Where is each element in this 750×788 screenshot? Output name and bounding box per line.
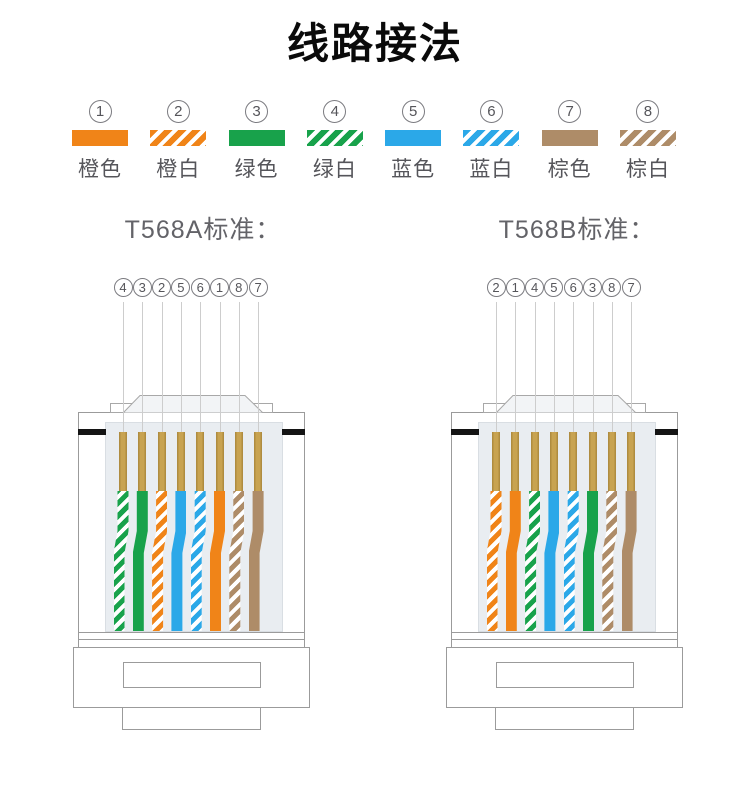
pin-number-badge: 4	[525, 278, 545, 297]
t568a-heading: T568A标准：	[124, 216, 282, 244]
color-swatch-green-white	[306, 130, 363, 146]
wire-color-label: 橙色	[78, 158, 122, 181]
contact-pin-7	[607, 432, 616, 491]
legend-item-blue: 5 蓝色	[374, 100, 452, 183]
pin-guide-line	[238, 302, 240, 433]
wire-number-badge: 2	[166, 100, 190, 123]
pin-number-badge: 7	[248, 278, 268, 297]
color-swatch-blue	[385, 130, 442, 146]
wire-number-badge: 7	[558, 100, 582, 123]
contact-pin-6	[588, 432, 597, 491]
color-swatch-brown-white	[619, 130, 676, 146]
pin-number-badge: 5	[544, 278, 564, 297]
wire-number-badge: 3	[245, 100, 269, 123]
contact-pin-3	[157, 432, 166, 491]
wire-color-label: 橙白	[156, 158, 201, 181]
pin-number-badge: 6	[563, 278, 583, 297]
legend-item-orange: 1 橙色	[61, 100, 139, 183]
pin-guide-line	[180, 302, 182, 433]
color-swatch-blue-white	[463, 130, 520, 146]
contact-pin-6	[215, 432, 224, 491]
polarity-tick-left	[451, 429, 479, 435]
contact-pin-8	[627, 432, 636, 491]
pin-guide-line	[123, 302, 124, 433]
pin-guide-line	[515, 302, 517, 433]
wire-number-badge: 5	[401, 100, 425, 123]
page-title: 线路接法	[286, 20, 463, 67]
wire-number-badge: 4	[323, 100, 347, 123]
contact-pin-8	[254, 432, 263, 491]
contact-pin-3	[530, 432, 539, 491]
pin-guide-line	[553, 302, 555, 433]
legend-item-blue-white: 6 蓝白	[452, 100, 530, 183]
pin-number-badge: 8	[229, 278, 249, 297]
polarity-tick-left	[78, 429, 106, 435]
contact-pin-2	[511, 432, 520, 491]
pin-number-badge: 1	[505, 278, 525, 297]
pin-number-badge: 5	[171, 278, 191, 297]
pin-number-badge: 6	[190, 278, 210, 297]
latch-slot	[123, 662, 261, 688]
pin-guide-line	[161, 302, 163, 433]
wire-color-label: 蓝色	[391, 158, 436, 181]
color-swatch-brown	[541, 130, 598, 146]
color-swatch-orange	[72, 130, 128, 146]
contact-pin-5	[196, 432, 205, 491]
contact-pin-4	[549, 432, 558, 491]
pin-guide-line	[200, 302, 202, 433]
contact-pin-4	[176, 432, 185, 491]
cable-boot	[122, 707, 261, 730]
legend-item-brown: 7 棕色	[531, 100, 609, 183]
wire-color-legend: 1 橙色 2 橙白 3 绿色 4 绿白 5 蓝色 6 蓝白 7 棕色 8 棕白	[61, 100, 687, 183]
pin-number-badge: 2	[152, 278, 172, 297]
contact-pin-5	[569, 432, 578, 491]
pin-guide-line	[631, 302, 633, 433]
t568b-heading: T568B标准：	[498, 216, 656, 244]
legend-item-orange-white: 2 橙白	[139, 100, 217, 183]
strain-relief-flange	[73, 647, 310, 708]
wire-number-badge: 1	[88, 100, 112, 123]
legend-item-brown-white: 8 棕白	[609, 100, 687, 183]
pin-guide-line	[592, 302, 594, 433]
pin-number-badge: 2	[486, 278, 506, 297]
pin-guide-line	[258, 302, 260, 433]
plug-tip	[496, 395, 636, 413]
pin-number-badge: 8	[602, 278, 622, 297]
legend-item-green: 3 绿色	[218, 100, 296, 183]
contact-pin-7	[234, 432, 243, 491]
polarity-tick-right	[655, 429, 678, 435]
polarity-tick-right	[282, 429, 305, 435]
pin-guide-line	[573, 302, 575, 433]
pin-number-badge: 7	[621, 278, 641, 297]
plug-tip	[123, 395, 263, 413]
wire-color-label: 蓝白	[469, 158, 514, 181]
wire-number-badge: 6	[479, 100, 503, 123]
pin-number-badge: 3	[583, 278, 602, 297]
wire-color-label: 棕色	[547, 158, 592, 181]
color-swatch-green	[228, 130, 285, 146]
latch-slot	[496, 662, 634, 688]
legend-item-green-white: 4 绿白	[296, 100, 374, 183]
cable-boot	[495, 707, 634, 730]
pin-guide-line	[496, 302, 497, 433]
pin-guide-line	[534, 302, 536, 433]
wire-color-label: 绿白	[312, 158, 357, 181]
color-swatch-orange-white	[150, 130, 207, 146]
wire-color-label: 绿色	[234, 158, 279, 181]
wire-number-badge: 8	[636, 100, 660, 123]
pin-number-badge: 1	[210, 278, 229, 297]
contact-pin-2	[138, 432, 147, 491]
pin-number-badge: 3	[132, 278, 152, 297]
pin-number-badge: 4	[113, 278, 133, 297]
pin-guide-line	[142, 302, 144, 433]
strain-relief-flange	[446, 647, 683, 708]
pin-guide-line	[219, 302, 221, 433]
pin-guide-line	[611, 302, 613, 433]
contact-pin-1	[119, 432, 127, 491]
contact-pin-1	[492, 432, 500, 491]
wire-color-label: 棕白	[625, 158, 670, 181]
